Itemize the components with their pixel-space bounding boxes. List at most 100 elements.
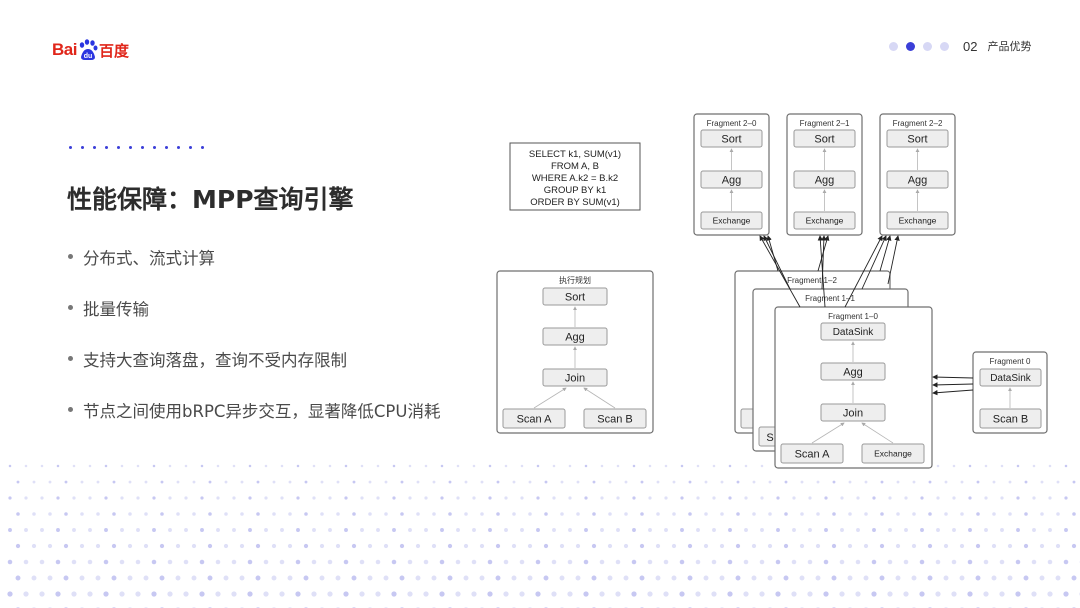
node-exchange: Exchange — [861, 443, 925, 464]
sql-box — [509, 142, 641, 211]
node-box — [700, 170, 763, 189]
node-box — [820, 403, 886, 422]
node-label: Exchange — [874, 449, 912, 459]
sql-line: SELECT k1, SUM(v1) — [529, 149, 621, 160]
fragment-1-0-frame — [774, 306, 933, 469]
node-box — [583, 408, 647, 429]
node-agg: Agg — [700, 170, 763, 189]
bullet-dot — [68, 407, 73, 412]
fragment-title: Fragment 1–0 — [828, 312, 878, 321]
node-box — [820, 362, 886, 381]
node-box — [820, 322, 886, 341]
node-label: Agg — [815, 174, 835, 186]
node-scan-b: Scan B — [979, 408, 1042, 429]
node-agg: Agg — [886, 170, 949, 189]
fragment-title: Fragment 1–1 — [805, 294, 855, 303]
sql-line: GROUP BY k1 — [544, 185, 606, 196]
pager-dot-active — [906, 41, 915, 51]
node-label: Exchange — [806, 216, 844, 226]
plan-node-sort: Sort — [542, 287, 608, 306]
page-number: 02 — [963, 38, 978, 54]
node-label: Scan B — [993, 413, 1028, 425]
node-box — [979, 368, 1042, 387]
node-box — [979, 408, 1042, 429]
node-label: Join — [843, 407, 863, 419]
paw-icon: du — [78, 39, 98, 61]
bullet-dot — [68, 305, 73, 310]
edge-arrow — [861, 422, 894, 444]
node-box — [793, 211, 856, 230]
fragment-title: Fragment 2–0 — [707, 119, 757, 128]
node-label: DataSink — [833, 327, 875, 338]
flow-arrow — [932, 382, 974, 388]
flow-arrow — [817, 235, 830, 272]
node-label: Join — [565, 372, 585, 384]
bullet-item: 支持大查询落盘，查询不受内存限制 — [66, 347, 440, 398]
svg-text:du: du — [84, 53, 93, 60]
flow-arrow — [932, 389, 974, 396]
node-label: Scan A — [517, 413, 553, 425]
node-box — [793, 129, 856, 148]
node-label: Agg — [908, 174, 928, 186]
node-exchange: Exchange — [793, 211, 856, 230]
node-label: Sort — [814, 133, 834, 145]
flow-arrow — [821, 235, 827, 290]
bullet-dot — [68, 356, 73, 361]
baidu-logo: Bai du 百度 — [52, 37, 129, 63]
flow-arrow — [932, 374, 974, 380]
node-sort: Sort — [886, 129, 949, 148]
node-sort: Sort — [793, 129, 856, 148]
flow-arrow — [763, 235, 791, 290]
plan-title: 执行规划 — [559, 275, 591, 285]
bullet-item: 分布式、流式计算 — [66, 245, 440, 296]
section-name: 产品优势 — [987, 40, 1032, 53]
sql-line: FROM A, B — [551, 161, 599, 172]
bullet-dot — [68, 254, 73, 259]
node-label: Sort — [565, 291, 585, 303]
node-join: Join — [820, 403, 886, 422]
fragment-title: Fragment 2–1 — [800, 119, 850, 128]
node-box — [502, 408, 566, 429]
flow-arrow — [759, 235, 801, 308]
slide-pager: 02 产品优势 — [889, 38, 1031, 54]
node-label: Sort — [721, 133, 741, 145]
sql-line: WHERE A.k2 = B.k2 — [532, 173, 618, 184]
node-datasink: DataSink — [820, 322, 886, 341]
flow-arrow — [861, 235, 887, 290]
bullet-item: 节点之间使用bRPC异步交互，显著降低CPU消耗 — [66, 398, 440, 449]
node-box — [861, 443, 925, 464]
node-box — [886, 129, 949, 148]
bullet-text: 分布式、流式计算 — [83, 249, 215, 268]
node-label: Scan B — [597, 413, 632, 425]
node-box — [542, 327, 608, 346]
node-label: Exchange — [899, 216, 937, 226]
node-box — [780, 443, 844, 464]
node-box — [542, 287, 608, 306]
node-label: Scan A — [795, 448, 831, 460]
fragment-title: Fragment 2–2 — [893, 119, 943, 128]
node-exchange: Exchange — [700, 211, 763, 230]
flow-arrow — [766, 235, 779, 272]
node-peek-label: S — [766, 432, 773, 444]
node-agg: Agg — [793, 170, 856, 189]
node-label: Agg — [565, 331, 585, 343]
edge-arrow — [811, 422, 845, 444]
node-exchange: Exchange — [886, 211, 949, 230]
logo-text-bai: Bai — [52, 40, 77, 59]
title-decoration-dots — [69, 146, 213, 149]
bullet-text: 批量传输 — [83, 300, 149, 319]
pager-dot — [940, 41, 949, 51]
sql-line: ORDER BY SUM(v1) — [530, 197, 620, 208]
plan-node-agg: Agg — [542, 327, 608, 346]
flow-arrow — [844, 235, 883, 308]
node-box — [886, 170, 949, 189]
node-box — [886, 211, 949, 230]
fragment-title: Fragment 0 — [990, 357, 1031, 366]
bullet-list: 分布式、流式计算 批量传输 支持大查询落盘，查询不受内存限制 节点之间使用bRP… — [66, 245, 440, 449]
node-label: Sort — [907, 133, 927, 145]
node-label: Exchange — [713, 216, 751, 226]
plan-node-join: Join — [542, 368, 608, 387]
